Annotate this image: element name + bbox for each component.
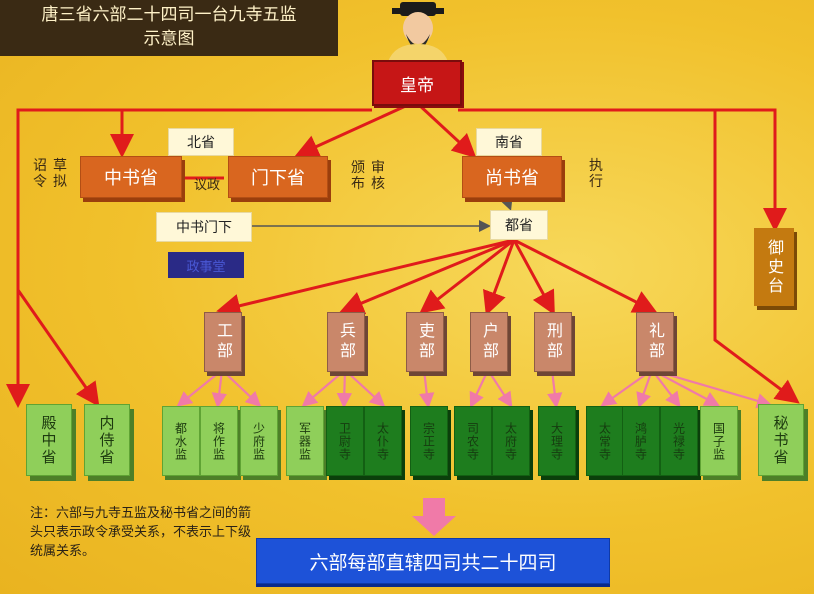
- agency-box: 军器监: [286, 406, 324, 476]
- emperor-box: 皇帝: [372, 60, 462, 106]
- censorate-box: 御史台: [754, 228, 794, 306]
- zhengshitang-box: 政事堂: [168, 252, 244, 278]
- ministry-war-box: 兵部: [327, 312, 365, 372]
- review-label: 审 核: [371, 160, 385, 192]
- mishu-agency-box: 秘书省: [758, 404, 804, 476]
- agency-box: 国子监: [700, 406, 738, 476]
- agency-box: 卫尉寺: [326, 406, 364, 476]
- agency-box: 大理寺: [538, 406, 576, 476]
- title-line-1: 唐三省六部二十四司一台九寺五监: [41, 5, 297, 25]
- agency-box: 将作监: [200, 406, 238, 476]
- ministry-personnel-box: 吏部: [406, 312, 444, 372]
- emperor-portrait-icon: [388, 2, 448, 62]
- down-arrow-icon: [412, 498, 456, 536]
- zhongshumenxia-box: 中书门下: [156, 212, 252, 242]
- agency-box: 太府寺: [492, 406, 530, 476]
- agency-box: 光禄寺: [660, 406, 698, 476]
- ministry-works-box: 工部: [204, 312, 242, 372]
- agency-box: 宗正寺: [410, 406, 448, 476]
- neishi-agency-box: 内侍省: [84, 404, 130, 476]
- title-line-2: 示意图: [143, 29, 195, 49]
- ministry-justice-box: 刑部: [534, 312, 572, 372]
- edict-label: 诏 令: [33, 158, 47, 190]
- agency-box: 少府监: [240, 406, 278, 476]
- north-province-label: 北省: [168, 128, 234, 156]
- agency-box: 太仆寺: [364, 406, 402, 476]
- agency-box: 太常寺: [586, 406, 624, 476]
- agency-box: 鸿胪寺: [622, 406, 660, 476]
- agency-box: 都水监: [162, 406, 200, 476]
- footnote: 注：六部与九寺五监及秘书省之间的箭头只表示政令承受关系，不表示上下级统属关系。: [30, 506, 252, 559]
- ministry-revenue-box: 户部: [470, 312, 508, 372]
- dusheng-box: 都省: [490, 210, 548, 240]
- execute-label: 执 行: [589, 158, 603, 190]
- dianzhong-agency-box: 殿中省: [26, 404, 72, 476]
- twenty-four-bureaus-banner: 六部每部直辖四司共二十四司: [256, 538, 610, 584]
- shangshu-province-box: 尚书省: [462, 156, 562, 198]
- diagram-title: 唐三省六部二十四司一台九寺五监 示意图: [0, 0, 338, 56]
- ministry-rites-box: 礼部: [636, 312, 674, 372]
- discuss-label: 议政: [193, 178, 220, 193]
- promulgate-label: 颁 布: [351, 160, 365, 192]
- zhongshu-province-box: 中书省: [80, 156, 182, 198]
- draft-label: 草 拟: [53, 158, 67, 190]
- south-province-label: 南省: [476, 128, 542, 156]
- agency-box: 司农寺: [454, 406, 492, 476]
- menxia-province-box: 门下省: [228, 156, 328, 198]
